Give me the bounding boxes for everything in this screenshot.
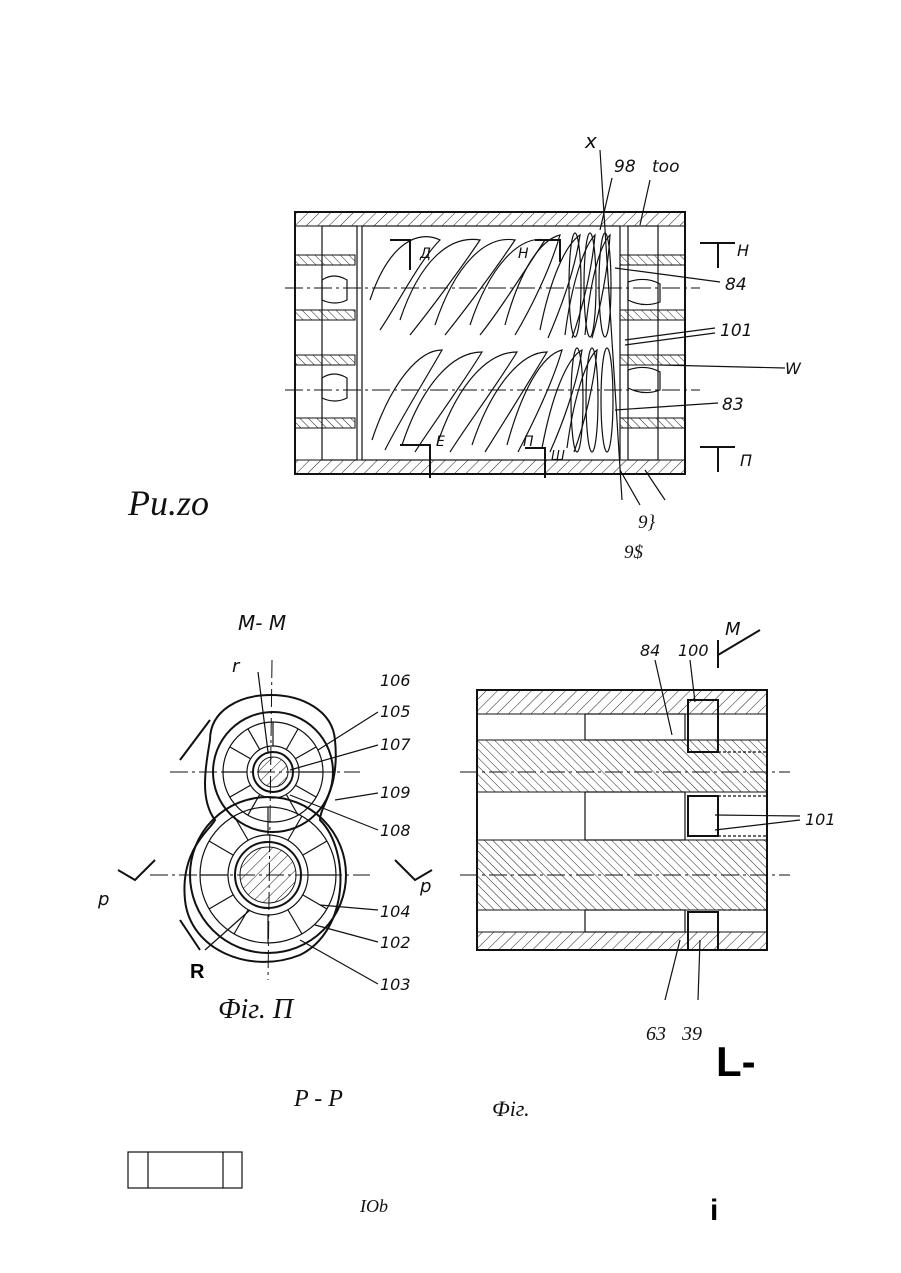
label-106: 106 xyxy=(380,671,411,690)
upper-screw xyxy=(370,233,611,338)
side-view-outline xyxy=(477,690,767,950)
label-83: 83 xyxy=(722,395,744,415)
label-Sh: Ш xyxy=(551,449,565,464)
label-63: 63 xyxy=(646,1023,666,1045)
big-mark: L- xyxy=(716,1038,756,1085)
stamp-box xyxy=(128,1152,242,1188)
top-figure-caption: Pu.zo xyxy=(127,483,209,523)
lower-screw xyxy=(372,348,613,452)
label-101-side: 101 xyxy=(805,810,836,829)
upper-shaft xyxy=(477,740,767,792)
label-M: M xyxy=(725,619,741,640)
label-103: 103 xyxy=(380,975,411,994)
label-107: 107 xyxy=(380,735,411,754)
label-p-right: p xyxy=(419,876,431,897)
label-H-inner: H xyxy=(518,246,529,262)
label-101: 101 xyxy=(720,321,752,341)
housing-top-wall xyxy=(295,212,685,226)
label-E: E xyxy=(436,434,445,450)
label-100: 100 xyxy=(678,641,709,660)
section-title: M- M xyxy=(238,611,286,635)
label-39: 39 xyxy=(681,1023,702,1045)
label-W: W xyxy=(785,359,802,378)
label-84-side: 84 xyxy=(640,641,660,660)
section-view: M- M xyxy=(97,611,432,1025)
label-105: 105 xyxy=(380,702,411,721)
label-too: too xyxy=(652,157,679,177)
top-figure: x 98 too H 84 101 W 83 П 9} 9$ Д H E П Ш… xyxy=(127,129,802,563)
label-102: 102 xyxy=(380,933,411,952)
label-84: 84 xyxy=(725,275,747,295)
bottom-fig-caption: Фіг. xyxy=(492,1096,530,1121)
label-104: 104 xyxy=(380,902,411,921)
section-caption: Фіг. П xyxy=(218,994,295,1025)
label-9-dollar: 9$ xyxy=(624,542,644,563)
label-x: x xyxy=(584,129,597,153)
label-98: 98 xyxy=(614,157,636,177)
side-view: M 84 100 101 63 39 L- xyxy=(460,619,836,1085)
page-number: IOb xyxy=(359,1196,388,1216)
bottom-area: P - P Фіг. IOb i xyxy=(128,1086,718,1227)
label-93: 9} xyxy=(638,512,656,533)
label-P-right: П xyxy=(740,451,752,470)
housing-bottom-wall xyxy=(295,460,685,474)
label-P-inner: П xyxy=(523,434,534,450)
label-r: r xyxy=(232,656,241,677)
corner-mark: i xyxy=(710,1194,718,1227)
label-109: 109 xyxy=(380,783,411,802)
section-label-PP: P - P xyxy=(293,1086,343,1112)
housing-outline xyxy=(295,212,685,474)
label-108: 108 xyxy=(380,821,411,840)
label-D: Д xyxy=(419,246,431,262)
label-H-right: H xyxy=(737,241,749,260)
label-R: R xyxy=(190,961,205,983)
label-p-left: p xyxy=(97,889,109,910)
